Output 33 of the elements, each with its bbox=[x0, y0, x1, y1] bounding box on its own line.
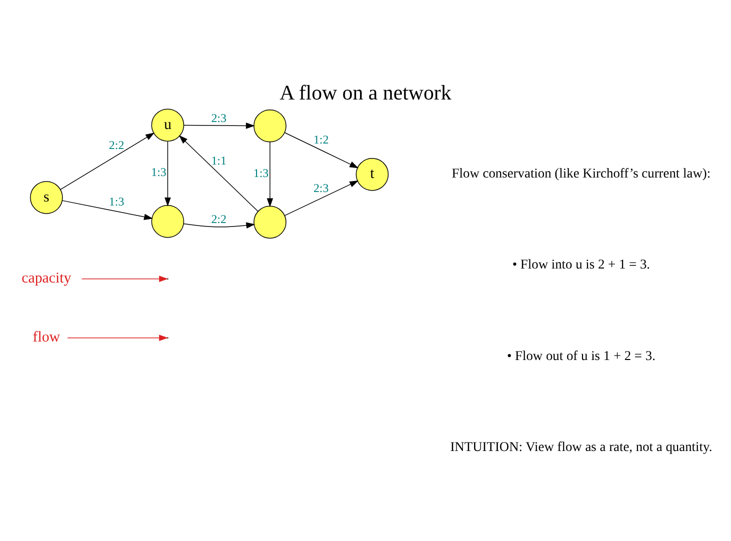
edge-label: 1:3 bbox=[108, 194, 124, 209]
edge-label: 2:3 bbox=[211, 111, 226, 126]
diagram-title: A flow on a network bbox=[280, 80, 452, 105]
edge-label: 1:3 bbox=[151, 165, 166, 180]
label: • Flow out of u is 1 + 2 = 3. bbox=[506, 348, 656, 363]
label: Flow conservation (like Kirchoff’s current law): bbox=[452, 166, 711, 181]
node-circle bbox=[151, 205, 184, 238]
node-text: flow bbox=[32, 330, 60, 346]
node-text: capacity bbox=[22, 270, 72, 287]
arrow bbox=[284, 180, 359, 216]
node-circle bbox=[254, 206, 286, 239]
arrow bbox=[67, 334, 168, 341]
arrow bbox=[81, 276, 168, 282]
edge-label: 1:3 bbox=[253, 166, 269, 180]
edge-label: 1:1 bbox=[211, 154, 226, 168]
arrow bbox=[60, 132, 155, 190]
arrow bbox=[164, 140, 171, 206]
arrow bbox=[183, 122, 255, 129]
node-circle bbox=[254, 109, 286, 142]
arrow bbox=[62, 200, 154, 220]
label: INTUITION: View flow as a rate, not a quantity. bbox=[450, 438, 712, 454]
arrow bbox=[178, 135, 258, 212]
edge-label: 2:2 bbox=[211, 212, 226, 226]
node-circle: t bbox=[356, 158, 389, 191]
edge-label: 2:2 bbox=[108, 138, 124, 152]
edge-label: 2:3 bbox=[313, 181, 329, 196]
arrow bbox=[266, 142, 274, 208]
edge-label: 1:2 bbox=[313, 132, 329, 147]
arrow bbox=[284, 132, 359, 168]
arrow bbox=[183, 222, 256, 229]
label: • Flow into u is 2 + 1 = 3. bbox=[512, 256, 650, 272]
node-circle: s bbox=[30, 181, 63, 214]
node-circle: u bbox=[151, 108, 184, 142]
